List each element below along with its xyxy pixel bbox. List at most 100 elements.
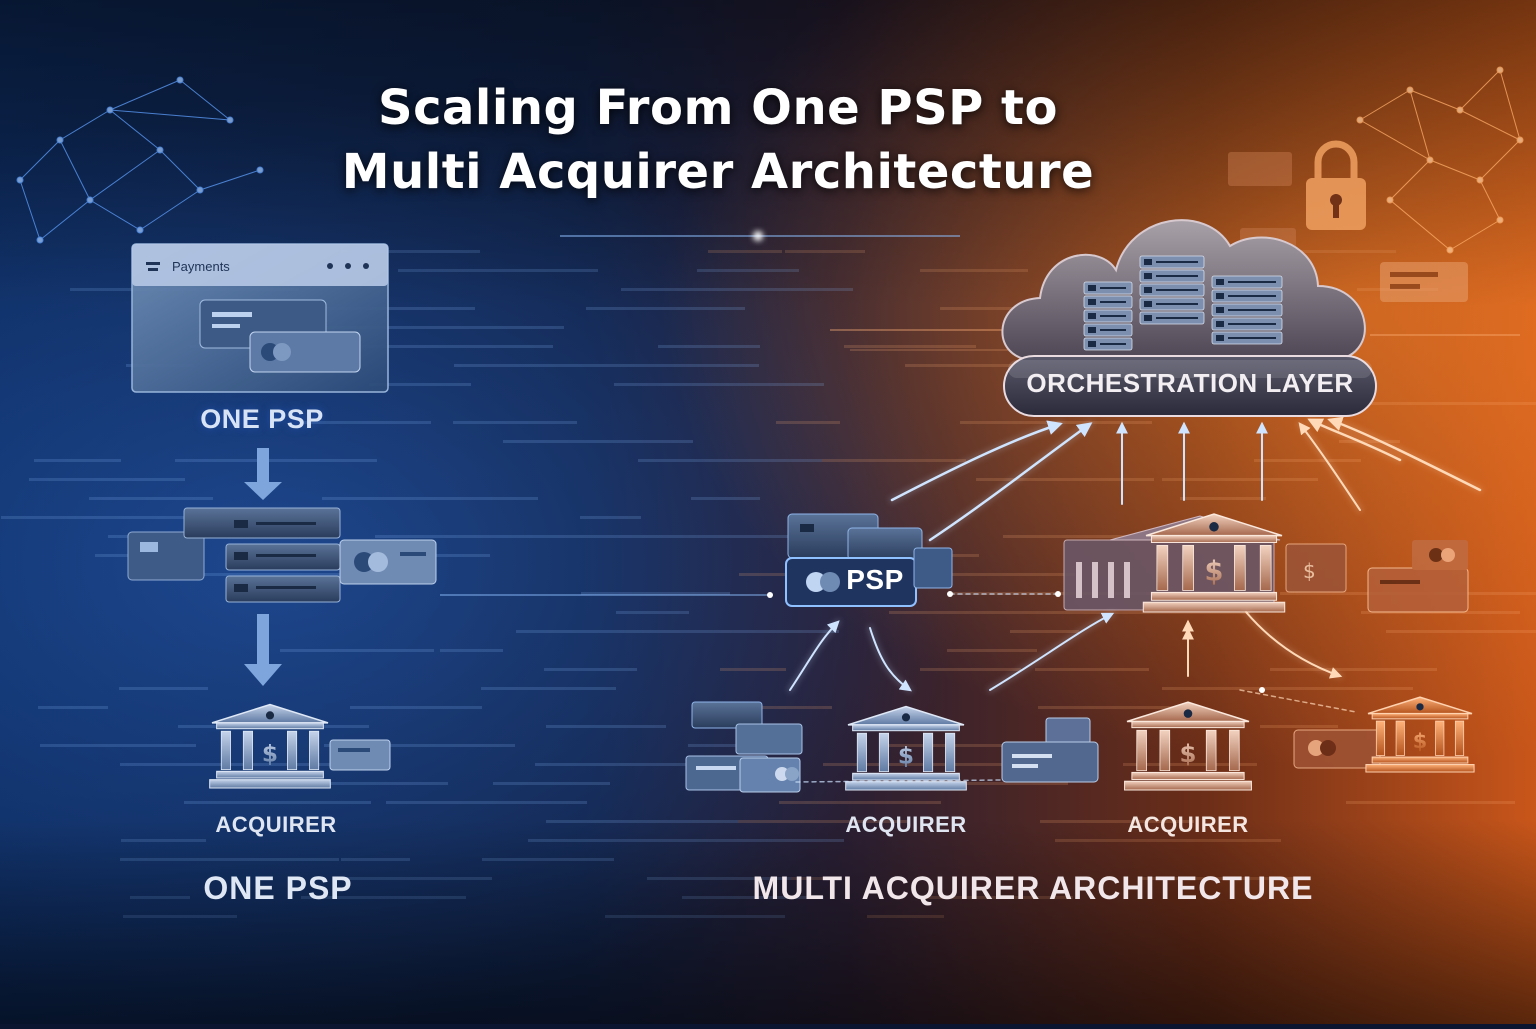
bank-icon: $ bbox=[209, 703, 331, 789]
title-line-1: Scaling From One PSP to bbox=[378, 80, 1058, 136]
network-link bbox=[179, 79, 231, 121]
server-led bbox=[1088, 327, 1096, 333]
server-slot bbox=[1156, 303, 1198, 305]
server-stack-icon bbox=[127, 507, 437, 603]
svg-text:$: $ bbox=[1303, 559, 1316, 583]
server-slot bbox=[1156, 275, 1198, 277]
bank-column bbox=[220, 730, 231, 771]
bank-roof-emblem bbox=[901, 713, 911, 722]
bank-column bbox=[923, 732, 934, 773]
network-link bbox=[89, 199, 141, 231]
acquirer-label-1: ACQUIRER bbox=[845, 812, 967, 837]
bank-entablature bbox=[1371, 713, 1469, 720]
credit-card-icon bbox=[1380, 262, 1468, 302]
network-link bbox=[1449, 219, 1501, 251]
bank-column bbox=[1395, 720, 1405, 756]
server-stack-icon bbox=[1083, 255, 1283, 351]
connector-dot bbox=[767, 592, 773, 598]
lock-icon bbox=[1306, 140, 1366, 230]
network-link bbox=[59, 139, 91, 201]
title-line-2: Multi Acquirer Architecture bbox=[341, 144, 1095, 200]
bank-entablature bbox=[852, 724, 960, 732]
network-node bbox=[36, 236, 44, 244]
network-nodes-icon bbox=[1356, 66, 1524, 254]
bank-entablature bbox=[1150, 535, 1278, 543]
connector-line bbox=[1239, 689, 1357, 713]
bank-step bbox=[1371, 756, 1469, 764]
flow-arrow-down bbox=[244, 614, 282, 686]
network-link bbox=[139, 189, 201, 231]
server-slot bbox=[1100, 329, 1126, 331]
flow-arrow bbox=[1298, 422, 1361, 511]
server-slot bbox=[1228, 295, 1276, 297]
bank-base bbox=[209, 779, 331, 789]
bank-icon: $ bbox=[1365, 696, 1475, 773]
server-led bbox=[1144, 315, 1152, 321]
bank-column bbox=[1136, 729, 1147, 772]
server-led bbox=[1144, 287, 1152, 293]
bank-column bbox=[1435, 720, 1445, 756]
bank-column bbox=[945, 732, 956, 773]
bank-icon: $ bbox=[1142, 513, 1286, 613]
credit-card-icon: $ bbox=[1285, 540, 1469, 613]
network-link bbox=[89, 149, 161, 201]
connection-arrows bbox=[767, 416, 1484, 783]
bank-column bbox=[242, 730, 254, 771]
bank-column bbox=[878, 732, 890, 773]
bank-roof-emblem bbox=[1183, 709, 1193, 718]
network-node bbox=[256, 166, 264, 174]
bank-icon: $ bbox=[845, 705, 967, 791]
server-slot bbox=[1100, 287, 1126, 289]
network-node bbox=[1496, 66, 1504, 74]
bank-step bbox=[1131, 771, 1245, 780]
flow-arrow bbox=[789, 620, 840, 691]
bank-column bbox=[1259, 545, 1272, 591]
server-slot bbox=[1156, 317, 1198, 319]
server-slot bbox=[1228, 281, 1276, 283]
network-node bbox=[16, 176, 24, 184]
server-slot bbox=[1156, 261, 1198, 263]
network-node bbox=[1426, 156, 1434, 164]
bank-roof-emblem bbox=[265, 711, 275, 720]
network-node bbox=[1386, 196, 1394, 204]
bank-column bbox=[1159, 729, 1171, 772]
light-streaks bbox=[440, 231, 1520, 596]
network-link bbox=[1429, 159, 1481, 181]
network-link bbox=[109, 79, 181, 111]
section-label-multi-acquirer: MULTI ACQUIRER ARCHITECTURE bbox=[752, 870, 1314, 906]
network-node bbox=[106, 106, 114, 114]
bank-column bbox=[1156, 545, 1169, 591]
network-link bbox=[1389, 199, 1451, 251]
server-slot bbox=[1228, 323, 1276, 325]
credit-card-icon bbox=[1293, 729, 1381, 769]
psp-node bbox=[785, 513, 953, 607]
network-node bbox=[156, 146, 164, 154]
network-node bbox=[1476, 176, 1484, 184]
network-link bbox=[1479, 179, 1501, 221]
bank-base bbox=[1124, 780, 1252, 791]
payments-window: Payments bbox=[131, 243, 389, 393]
network-link bbox=[1409, 89, 1461, 111]
bank-entablature bbox=[1131, 720, 1245, 729]
flow-arrow-down bbox=[244, 448, 282, 500]
section-label-one-psp: ONE PSP bbox=[203, 870, 353, 906]
network-link bbox=[109, 109, 161, 151]
credit-card-icon bbox=[249, 331, 361, 373]
server-led bbox=[1216, 335, 1224, 341]
server-led bbox=[1216, 293, 1224, 299]
server-led bbox=[1088, 313, 1096, 319]
network-nodes-icon bbox=[16, 76, 264, 244]
bank-base bbox=[845, 781, 967, 791]
network-node bbox=[1516, 136, 1524, 144]
bank-column bbox=[1234, 545, 1246, 591]
server-led bbox=[1216, 321, 1224, 327]
bank-column bbox=[309, 730, 320, 771]
flow-arrow bbox=[869, 627, 912, 692]
server-led bbox=[1088, 299, 1096, 305]
flow-arrow bbox=[1307, 418, 1402, 462]
dollar-sign-icon: $ bbox=[898, 742, 914, 769]
connector-dot bbox=[1055, 591, 1061, 597]
network-link bbox=[1389, 159, 1431, 201]
bank-step bbox=[216, 770, 324, 779]
network-node bbox=[1446, 246, 1454, 254]
